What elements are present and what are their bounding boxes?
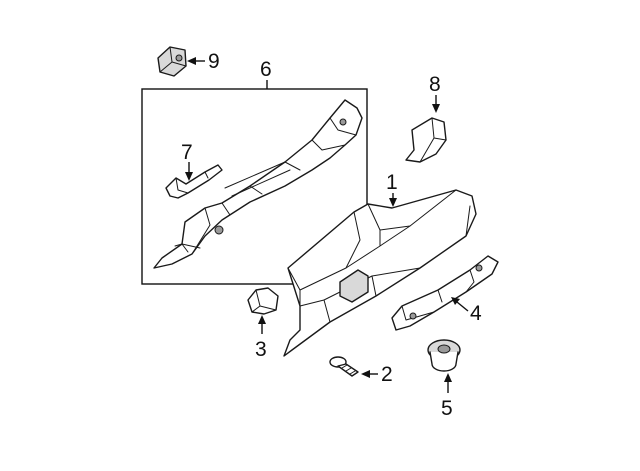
- part-2-screw: [329, 356, 359, 377]
- callout-1: 1: [386, 171, 398, 194]
- callout-6: 6: [260, 58, 272, 81]
- part-9-clip: [157, 46, 187, 77]
- leader-8: [432, 95, 440, 113]
- leader-5: [444, 373, 452, 393]
- part-5-lock: [427, 339, 461, 372]
- callout-3: 3: [255, 338, 267, 361]
- leader-3: [258, 315, 266, 334]
- assembly-frame: [141, 88, 368, 285]
- leader-2: [361, 370, 378, 378]
- part-8-cover: [405, 117, 447, 163]
- part-1-glove-box: [283, 189, 477, 357]
- callout-8: 8: [429, 73, 441, 96]
- part-3-bumper: [247, 287, 279, 315]
- leader-1: [389, 193, 397, 207]
- callout-7: 7: [181, 141, 193, 164]
- leader-4: [451, 297, 469, 312]
- callout-5: 5: [441, 397, 453, 420]
- part-6-bracket: [153, 99, 363, 269]
- part-7-bracket: [165, 164, 223, 199]
- leader-7: [185, 162, 193, 181]
- callout-9: 9: [208, 50, 220, 73]
- part-4-rail: [391, 255, 499, 331]
- callout-4: 4: [470, 302, 482, 325]
- callout-2: 2: [381, 363, 393, 386]
- leader-9: [187, 57, 205, 65]
